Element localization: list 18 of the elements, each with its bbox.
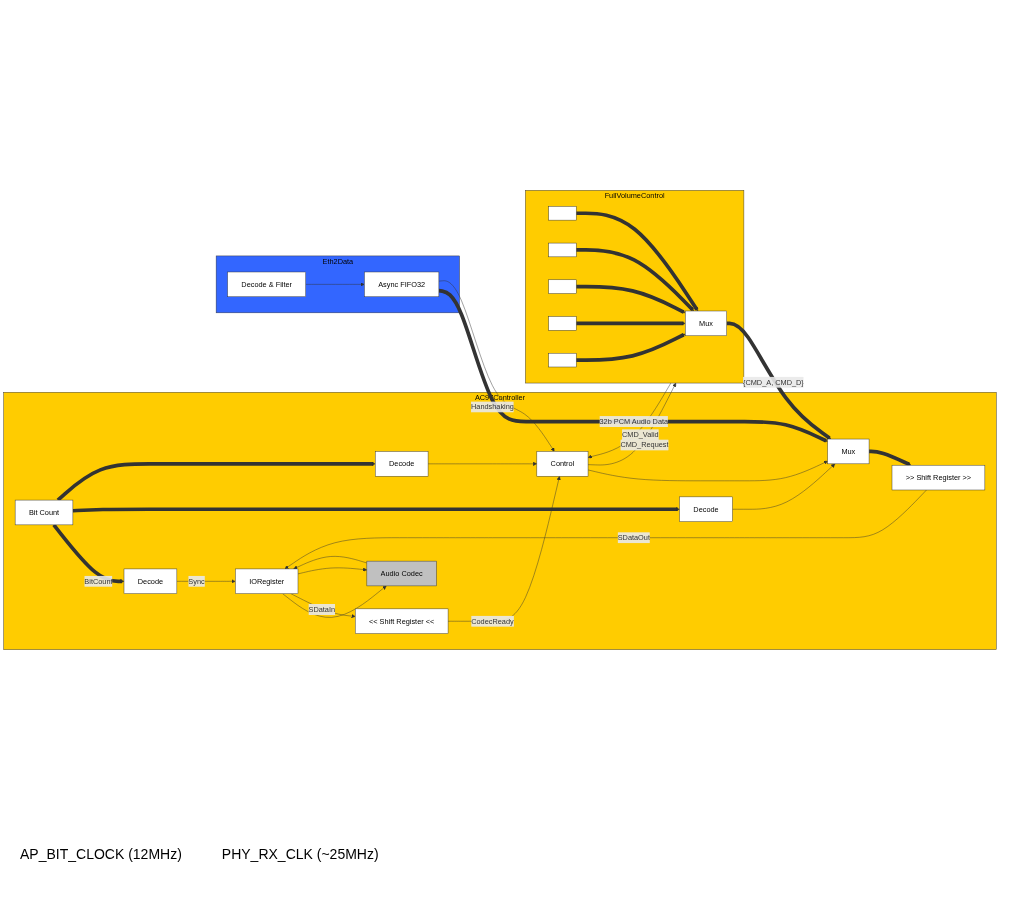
node-box — [548, 279, 577, 294]
arrow — [56, 461, 376, 502]
arrow — [72, 507, 680, 513]
node-box — [548, 242, 577, 258]
clock-domain-label: AP_BIT_CLOCK (12MHz) — [20, 846, 182, 862]
node-box — [548, 353, 577, 368]
node-box — [548, 206, 577, 221]
arrow — [52, 523, 125, 584]
arrow — [576, 211, 699, 312]
arrow — [869, 449, 912, 467]
node-box — [548, 316, 577, 331]
arrow — [576, 248, 694, 312]
arrow — [576, 321, 686, 326]
clock-domain-label: PHY_RX_CLK (~25MHz) — [221, 846, 379, 862]
arrow — [726, 321, 832, 440]
arrow — [438, 288, 828, 443]
arrow — [576, 284, 686, 314]
arrow — [576, 333, 686, 362]
